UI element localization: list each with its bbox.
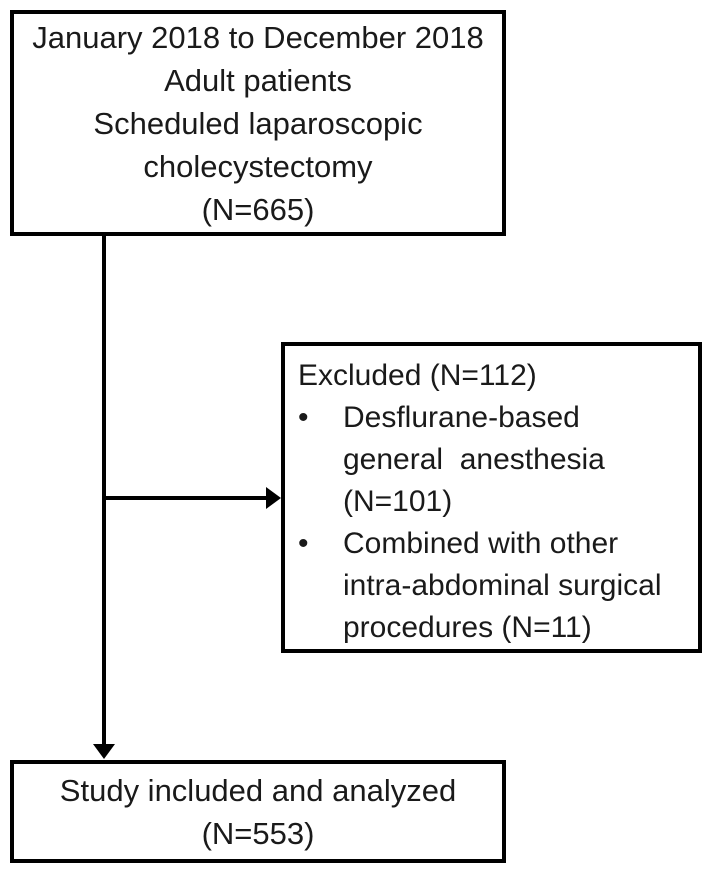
analyzed-box: Study included and analyzed (N=553) [10,760,506,863]
excluded-reason-line: Desflurane-based [343,401,580,434]
excluded-box: Excluded (N=112) • Desflurane-based gene… [281,342,702,653]
bullet-icon: • [298,401,309,434]
enrollment-box: January 2018 to December 2018 Adult pati… [10,10,506,236]
down-arrowhead-icon [93,744,115,759]
analyzed-line-text: Study included and analyzed [59,772,457,808]
excluded-bullet-item: • Combined with other intra-abdominal su… [298,523,690,649]
enrollment-line-procedure-1: Scheduled laparoscopic [93,105,423,141]
excluded-reason-combined: Combined with other intra-abdominal surg… [343,523,690,649]
excluded-reason-line: (N=101) [343,485,453,518]
enrollment-line-population: Adult patients [164,62,352,98]
excluded-bullet-item: • Desflurane-based general anesthesia (N… [298,397,690,523]
excluded-reason-desflurane: Desflurane-based general anesthesia (N=1… [343,397,690,523]
bullet-icon: • [298,527,309,560]
enrollment-line-count: (N=665) [201,191,315,227]
right-arrowhead-icon [266,487,281,509]
excluded-reason-line: general anesthesia [343,443,605,476]
enrollment-line-procedure-2: cholecystectomy [143,148,373,184]
enrollment-line-period: January 2018 to December 2018 [32,19,484,55]
excluded-reason-line: intra-abdominal surgical [343,569,662,602]
excluded-reason-line: Combined with other [343,527,619,560]
analyzed-line-count: (N=553) [201,815,315,851]
down-arrow-line [102,236,106,744]
excluded-title: Excluded (N=112) [298,359,537,392]
excluded-reason-line: procedures (N=11) [343,611,592,644]
right-arrow-line [102,496,267,500]
